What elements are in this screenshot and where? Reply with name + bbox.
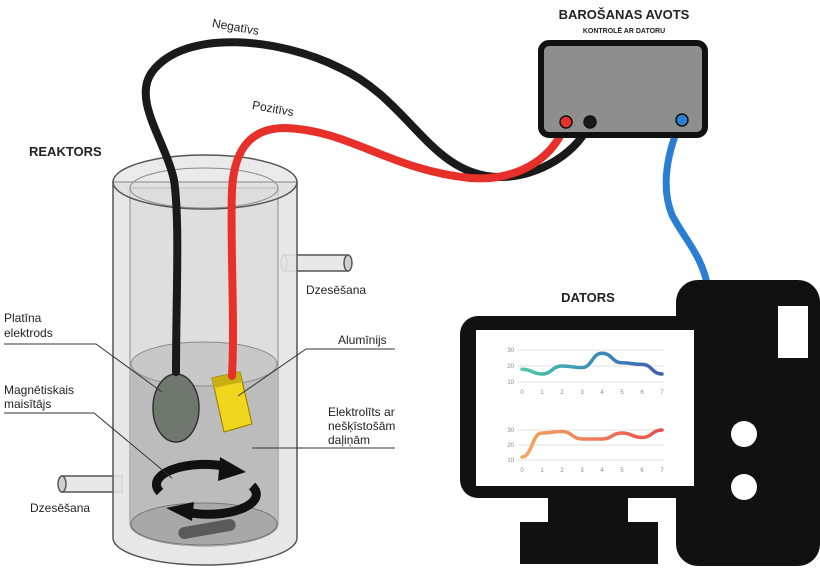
positive-wire bbox=[227, 116, 570, 380]
chart-x-tick-label: 4 bbox=[600, 390, 604, 396]
label-cooling-top: Dzesēšana bbox=[306, 283, 366, 297]
reactor bbox=[57, 154, 353, 566]
label-stirrer-line2: maisītājs bbox=[4, 397, 51, 411]
chart-x-tick-label: 6 bbox=[640, 468, 644, 474]
computer-tower bbox=[676, 280, 820, 566]
callout-line-aluminium bbox=[237, 348, 395, 397]
tower-button-top bbox=[731, 421, 757, 447]
rotation-arrows-icon bbox=[151, 459, 261, 519]
label-platinum-line2: elektrods bbox=[4, 326, 53, 340]
chart-x-tick-label: 3 bbox=[580, 390, 584, 396]
label-reactor: REAKTORS bbox=[29, 144, 102, 159]
label-stirrer-line1: Magnētiskais bbox=[4, 383, 74, 397]
label-electrolyte-line3: daļiņām bbox=[328, 433, 370, 447]
label-cooling-bottom: Dzesēšana bbox=[30, 501, 90, 515]
chart-x-tick-label: 7 bbox=[660, 390, 664, 396]
label-computer: DATORS bbox=[561, 290, 615, 305]
label-aluminium: Alumīnijs bbox=[338, 333, 387, 347]
chart-x-tick-label: 2 bbox=[560, 468, 564, 474]
chart-x-tick-label: 0 bbox=[520, 390, 524, 396]
chart-x-tick-label: 2 bbox=[560, 390, 564, 396]
chart-y-tick-label: 20 bbox=[507, 443, 514, 449]
label-power-subtitle: KONTROLĒ AR DATORU bbox=[583, 27, 665, 35]
chart-x-tick-label: 1 bbox=[540, 390, 544, 396]
chart-x-tick-label: 5 bbox=[620, 468, 624, 474]
chart-x-tick-label: 4 bbox=[600, 468, 604, 474]
reactor-top-rim bbox=[112, 154, 298, 210]
chart-x-tick-label: 1 bbox=[540, 468, 544, 474]
power-terminal-data bbox=[675, 113, 689, 127]
chart-y-tick-label: 10 bbox=[507, 380, 514, 386]
label-electrolyte-line1: Elektrolīts ar bbox=[328, 405, 395, 419]
monitor-chart-top: 10 20 30 0 1 2 3 4 5 6 7 bbox=[507, 348, 664, 396]
label-platinum-line1: Platīna bbox=[4, 311, 42, 325]
label-power-title: BAROŠANAS AVOTS bbox=[559, 7, 690, 22]
power-terminal-positive bbox=[559, 115, 573, 129]
chart-x-tick-label: 7 bbox=[660, 468, 664, 474]
chart-x-tick-label: 3 bbox=[580, 468, 584, 474]
monitor-chart-bottom: 10 20 30 0 1 2 3 4 5 6 7 bbox=[507, 428, 664, 474]
label-electrolyte-line2: nešķīstošām bbox=[328, 419, 395, 433]
chart-series-line bbox=[520, 351, 664, 376]
callout-line-stirrer bbox=[4, 412, 173, 479]
label-positive: Pozitīvs bbox=[251, 98, 295, 119]
chart-y-tick-label: 20 bbox=[507, 364, 514, 370]
electrolyte-surface bbox=[130, 341, 278, 387]
chart-y-tick-label: 30 bbox=[507, 348, 514, 354]
chart-x-tick-label: 0 bbox=[520, 468, 524, 474]
tower-button-bottom bbox=[731, 474, 757, 500]
data-cable bbox=[662, 114, 712, 292]
power-supply bbox=[538, 40, 708, 138]
label-negative: Negatīvs bbox=[211, 16, 260, 38]
chart-series-line bbox=[520, 428, 664, 459]
chart-x-tick-label: 5 bbox=[620, 390, 624, 396]
chart-y-tick-label: 30 bbox=[507, 428, 514, 434]
chart-y-tick-label: 10 bbox=[507, 458, 514, 464]
callout-line-platinum bbox=[4, 343, 163, 393]
power-terminal-negative bbox=[583, 115, 597, 129]
stir-bar bbox=[178, 519, 236, 539]
chart-x-tick-label: 6 bbox=[640, 390, 644, 396]
platinum-electrode bbox=[152, 373, 200, 443]
